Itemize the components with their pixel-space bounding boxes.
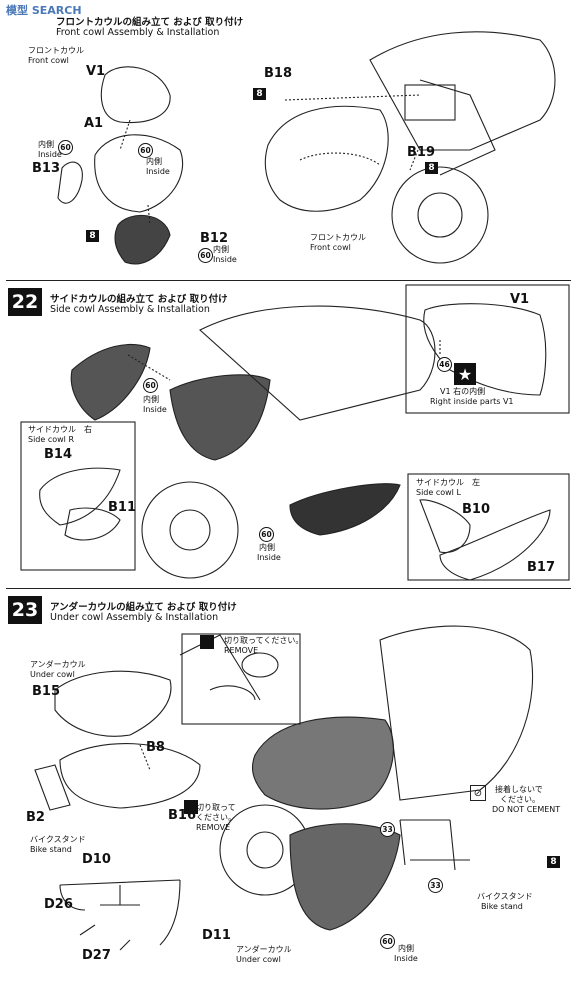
- part-b13: B13: [32, 161, 60, 176]
- part-v1: V1: [86, 64, 106, 79]
- bike-stand-label-en: Bike stand: [481, 902, 523, 911]
- part-b15: B15: [32, 684, 60, 699]
- part-a1: A1: [84, 116, 104, 131]
- remove-label-jp: 切り取ってください。: [224, 636, 304, 645]
- inside-label-jp: 内側: [213, 245, 229, 254]
- inside-label-en: Inside: [257, 553, 281, 562]
- paint-8-badge: 8: [86, 230, 99, 242]
- side-cowl-l-label-jp: サイドカウル 左: [416, 478, 480, 487]
- cement-33-icon: 33: [380, 822, 395, 837]
- watermark: 模型 SEARCH: [6, 4, 82, 17]
- side-cowl-r-label-jp: サイドカウル 右: [28, 425, 92, 434]
- cement-60-icon: 60: [138, 143, 153, 158]
- inside-label-en: Inside: [38, 150, 62, 159]
- part-b14: B14: [44, 447, 72, 462]
- inside-label-en: Inside: [394, 954, 418, 963]
- under-cowl-label-en: Under cowl: [236, 955, 281, 964]
- cement-46-icon: 46: [437, 357, 452, 372]
- part-b12: B12: [200, 231, 228, 246]
- bike-stand-label-jp: バイクスタンド: [30, 835, 86, 844]
- step-22-title-en: Side cowl Assembly & Installation: [50, 304, 210, 315]
- part-b19: B19: [407, 145, 435, 160]
- step-21-title-jp: フロントカウルの組み立て および 取り付け: [56, 17, 244, 28]
- part-b18: B18: [264, 66, 292, 81]
- no-cement-icon: ⊘: [470, 785, 486, 801]
- step-21-title-en: Front cowl Assembly & Installation: [56, 27, 220, 38]
- no-cement-label-jp: 接着しないで: [495, 785, 543, 794]
- front-cowl-label-en: Front cowl: [28, 56, 69, 65]
- inside-label-jp: 内側: [146, 157, 162, 166]
- under-cowl-label-en: Under cowl: [30, 670, 75, 679]
- step-23-title-jp: アンダーカウルの組み立て および 取り付け: [50, 602, 237, 613]
- paint-8-badge: 8: [547, 856, 560, 868]
- bike-stand-label-jp: バイクスタンド: [477, 892, 533, 901]
- remove2-label-jp: 切り取って: [196, 803, 236, 812]
- front-cowl-label-jp: フロントカウル: [310, 233, 366, 242]
- step-23-number: 23: [8, 596, 42, 624]
- cement-60-icon: 60: [259, 527, 274, 542]
- part-v1: V1: [510, 292, 530, 307]
- step-22-number: 22: [8, 288, 42, 316]
- inside-label-jp: 内側: [38, 140, 54, 149]
- no-cement-label-jp2: ください。: [500, 795, 540, 804]
- side-cowl-r-label-en: Side cowl R: [28, 435, 75, 444]
- part-d10: D10: [82, 852, 111, 867]
- part-d11: D11: [202, 928, 231, 943]
- step-23-title-en: Under cowl Assembly & Installation: [50, 612, 219, 623]
- inside-label-jp: 内側: [143, 395, 159, 404]
- front-cowl-label-en: Front cowl: [310, 243, 351, 252]
- remove2-label-jp2: ください。: [196, 813, 236, 822]
- section-divider: [6, 280, 571, 281]
- cut-tool-icon: [184, 800, 198, 814]
- front-cowl-label-jp: フロントカウル: [28, 46, 84, 55]
- cut-tool-icon: [200, 635, 214, 649]
- inside-label-en: Inside: [213, 255, 237, 264]
- step-22-title-jp: サイドカウルの組み立て および 取り付け: [50, 294, 228, 305]
- star-icon: ★: [454, 363, 476, 385]
- cement-60-icon: 60: [198, 248, 213, 263]
- part-d26: D26: [44, 897, 73, 912]
- no-cement-label-en: DO NOT CEMENT: [492, 805, 561, 814]
- part-b2: B2: [26, 810, 45, 825]
- right-inside-label-en: Right inside parts V1: [430, 397, 514, 406]
- bike-stand-label-en: Bike stand: [30, 845, 72, 854]
- inside-label-en: Inside: [143, 405, 167, 414]
- cement-60-icon: 60: [380, 934, 395, 949]
- inside-label-jp: 内側: [398, 944, 414, 953]
- part-b10: B10: [462, 502, 490, 517]
- part-d27: D27: [82, 948, 111, 963]
- part-b8: B8: [146, 740, 165, 755]
- part-b11: B11: [108, 500, 136, 515]
- remove-label-en: REMOVE: [224, 646, 259, 655]
- part-b17: B17: [527, 560, 555, 575]
- remove2-label-en: REMOVE: [196, 823, 231, 832]
- under-cowl-label-jp: アンダーカウル: [236, 945, 292, 954]
- right-inside-label-jp: V1 右の内側: [440, 387, 486, 396]
- paint-8-badge: 8: [425, 162, 438, 174]
- paint-8-badge: 8: [253, 88, 266, 100]
- under-cowl-label-jp: アンダーカウル: [30, 660, 86, 669]
- cement-33-icon: 33: [428, 878, 443, 893]
- section-divider: [6, 588, 571, 589]
- inside-label-en: Inside: [146, 167, 170, 176]
- cement-60-icon: 60: [143, 378, 158, 393]
- side-cowl-l-label-en: Side cowl L: [416, 488, 461, 497]
- cement-60-icon: 60: [58, 140, 73, 155]
- inside-label-jp: 内側: [259, 543, 275, 552]
